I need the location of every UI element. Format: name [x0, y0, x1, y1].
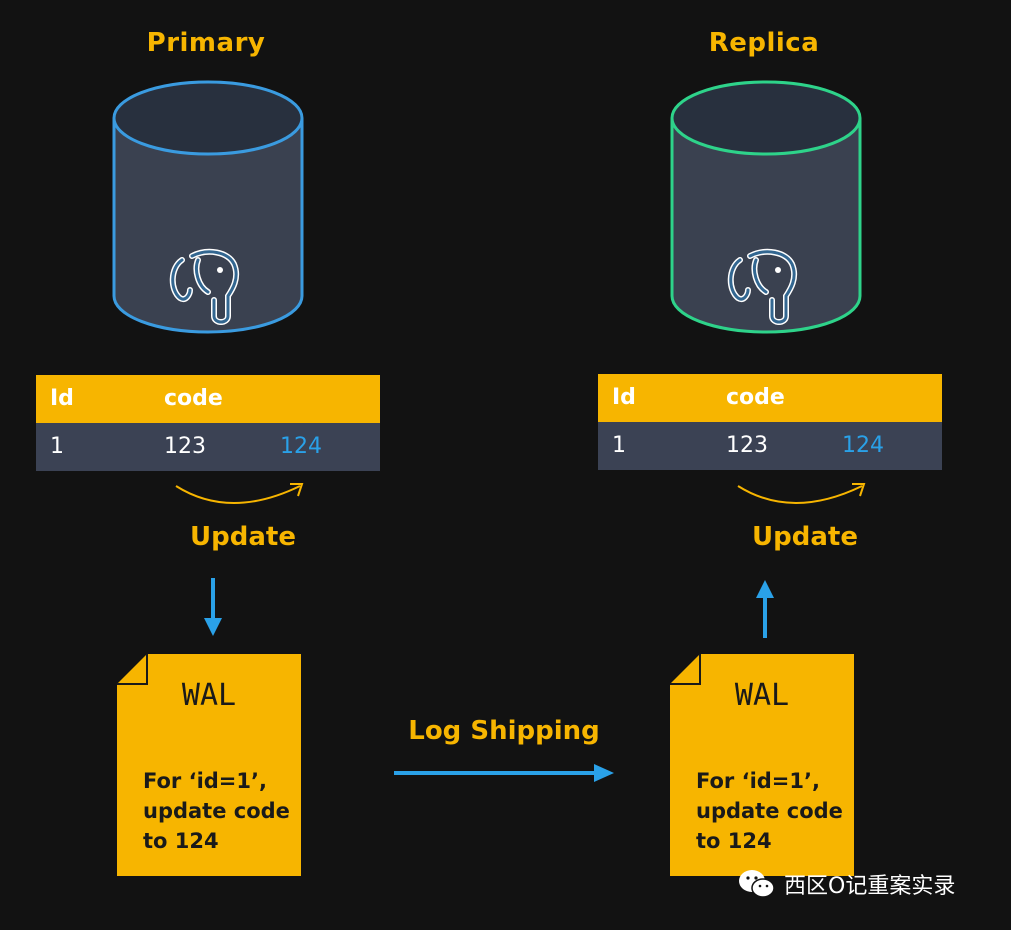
column-header-code: code	[164, 386, 223, 411]
primary-update-curve-arrow	[175, 483, 304, 504]
replica-update-label: Update	[752, 522, 858, 552]
document-icon	[117, 654, 301, 876]
column-header-id: Id	[50, 386, 74, 411]
cell-new-code: 124	[842, 433, 884, 458]
log-shipping-label: Log Shipping	[408, 716, 600, 746]
replica-title: Replica	[708, 28, 820, 58]
cell-id: 1	[612, 433, 626, 458]
wal-body: For ‘id=1’, update code to 124	[143, 769, 290, 853]
primary-table: Id code 1 123 124	[36, 375, 380, 471]
document-icon	[670, 654, 854, 876]
replica-table: Id code 1 123 124	[598, 374, 942, 470]
postgresql-elephant-icon	[169, 248, 240, 325]
replica-database-icon	[670, 80, 862, 334]
primary-title: Primary	[146, 28, 266, 58]
wal-title: WAL	[734, 678, 790, 713]
primary-update-label: Update	[190, 522, 296, 552]
wal-body: For ‘id=1’, update code to 124	[696, 769, 843, 853]
wechat-icon	[739, 870, 775, 898]
primary-database-icon	[112, 80, 304, 334]
table-row: 1 123 124	[36, 423, 380, 471]
watermark-text: 西区O记重案实录	[784, 874, 956, 899]
column-header-id: Id	[612, 385, 636, 410]
column-header-code: code	[726, 385, 785, 410]
cell-old-code: 123	[726, 433, 768, 458]
primary-down-arrow	[204, 578, 222, 636]
cell-id: 1	[50, 434, 64, 459]
table-row: 1 123 124	[598, 422, 942, 470]
watermark: 西区O记重案实录	[738, 868, 955, 900]
table-header: Id code	[598, 374, 942, 422]
table-header: Id code	[36, 375, 380, 423]
replica-wal-document: WAL For ‘id=1’, update code to 124	[670, 654, 854, 876]
cell-old-code: 123	[164, 434, 206, 459]
postgresql-elephant-icon	[727, 248, 798, 325]
log-shipping-arrow	[394, 764, 614, 782]
wal-title: WAL	[181, 678, 237, 713]
replica-update-curve-arrow	[737, 483, 866, 504]
primary-wal-document: WAL For ‘id=1’, update code to 124	[117, 654, 301, 876]
replica-up-arrow	[756, 580, 774, 638]
cell-new-code: 124	[280, 434, 322, 459]
